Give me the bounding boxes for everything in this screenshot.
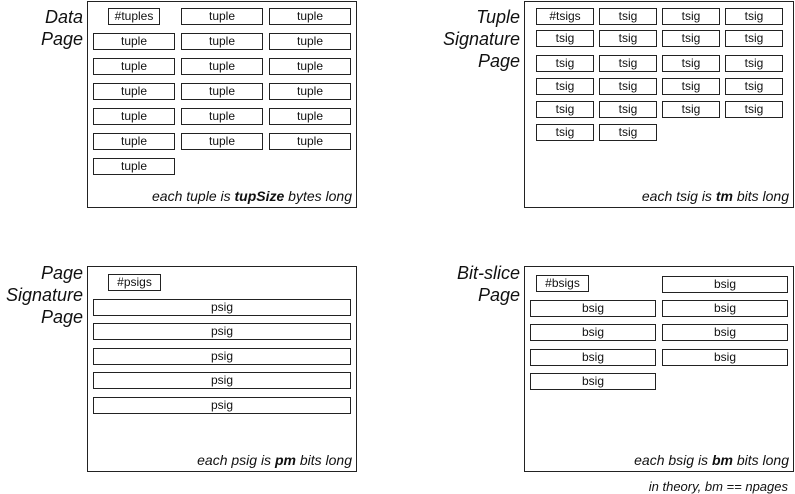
tuple-signature-page-caption: each tsig is tm bits long (642, 188, 789, 204)
tuple-cell: tuple (269, 133, 351, 150)
label-line: Page (477, 285, 520, 305)
tsig-cell: tsig (662, 78, 720, 95)
label-line: Data (44, 7, 83, 27)
psig-cell: psig (93, 299, 351, 316)
bsig-cell: bsig (662, 276, 788, 293)
label-line: Page (477, 51, 520, 71)
tsig-cell: tsig (725, 101, 783, 118)
tuple-signature-page: #tsigs tsig tsig tsig tsig tsig tsig tsi… (524, 1, 794, 208)
tuple-cell: tuple (181, 8, 263, 25)
tuple-cell: tuple (269, 33, 351, 50)
psig-cell: psig (93, 323, 351, 340)
tsig-cell: tsig (536, 78, 594, 95)
tsig-cell: tsig (662, 101, 720, 118)
tsig-cell: tsig (725, 78, 783, 95)
tuple-cell: tuple (93, 58, 175, 75)
tuple-cell: tuple (269, 108, 351, 125)
tsig-cell: tsig (536, 55, 594, 72)
tuple-signature-page-label: Tuple Signature Page (443, 6, 520, 72)
tuple-cell: tuple (269, 83, 351, 100)
bsig-count-cell: #bsigs (536, 275, 589, 292)
page-signature-page-label: Page Signature Page (6, 262, 83, 328)
tuple-cell: tuple (269, 8, 351, 25)
bit-slice-page: #bsigs bsig bsig bsig bsig bsig bsig bsi… (524, 266, 794, 472)
bsig-cell: bsig (662, 349, 788, 366)
bsig-cell: bsig (530, 349, 656, 366)
label-line: Bit-slice (456, 263, 520, 283)
tuple-cell: tuple (181, 133, 263, 150)
tuple-cell: tuple (181, 108, 263, 125)
bit-slice-page-label: Bit-slice Page (457, 262, 520, 306)
data-page-caption: each tuple is tupSize bytes long (152, 188, 352, 204)
tuple-cell: tuple (93, 33, 175, 50)
tsig-cell: tsig (725, 8, 783, 25)
tsig-cell: tsig (725, 30, 783, 47)
bit-slice-page-caption: each bsig is bm bits long (634, 452, 789, 468)
caption-text: bits long (295, 452, 352, 468)
tsig-cell: tsig (536, 124, 594, 141)
caption-text: bits long (732, 188, 789, 204)
tuple-cell: tuple (93, 83, 175, 100)
label-line: Page (40, 29, 83, 49)
tuple-cell: tuple (181, 83, 263, 100)
tuple-cell: tuple (181, 33, 263, 50)
caption-text: each bsig is (634, 452, 712, 468)
tsig-cell: tsig (725, 55, 783, 72)
caption-variable: tupSize (234, 188, 285, 204)
psig-cell: psig (93, 397, 351, 414)
tsig-cell: tsig (536, 101, 594, 118)
caption-text: each psig is (197, 452, 275, 468)
psig-cell: psig (93, 348, 351, 365)
bsig-cell: bsig (530, 373, 656, 390)
tsig-cell: tsig (536, 30, 594, 47)
bsig-cell: bsig (530, 324, 656, 341)
tuple-cell: tuple (93, 158, 175, 175)
tsig-cell: tsig (662, 8, 720, 25)
caption-variable: bm (711, 452, 733, 468)
label-line: Page (40, 307, 83, 327)
tuple-cell: tuple (181, 58, 263, 75)
psig-cell: psig (93, 372, 351, 389)
footnote: in theory, bm == npages (648, 479, 788, 494)
label-line: Tuple (476, 7, 520, 27)
tuple-count-cell: #tuples (108, 8, 160, 25)
tsig-cell: tsig (599, 124, 657, 141)
data-page: #tuples tuple tuple tuple tuple tuple tu… (87, 1, 357, 208)
bsig-cell: bsig (662, 300, 788, 317)
tsig-count-cell: #tsigs (536, 8, 594, 25)
tsig-cell: tsig (662, 55, 720, 72)
caption-text: each tsig is (641, 188, 716, 204)
caption-text: bits long (732, 452, 789, 468)
tsig-cell: tsig (599, 101, 657, 118)
tsig-cell: tsig (599, 55, 657, 72)
tsig-cell: tsig (599, 30, 657, 47)
caption-variable: pm (274, 452, 296, 468)
caption-text: bytes long (284, 188, 352, 204)
bsig-cell: bsig (530, 300, 656, 317)
label-line: Signature (5, 285, 83, 305)
tsig-cell: tsig (599, 78, 657, 95)
tuple-cell: tuple (269, 58, 351, 75)
caption-variable: tm (715, 188, 733, 204)
tsig-cell: tsig (599, 8, 657, 25)
label-line: Signature (442, 29, 520, 49)
page-signature-page: #psigs psig psig psig psig psig each psi… (87, 266, 357, 472)
bsig-cell: bsig (662, 324, 788, 341)
data-page-label: Data Page (41, 6, 83, 50)
tuple-cell: tuple (93, 133, 175, 150)
label-line: Page (40, 263, 83, 283)
tuple-cell: tuple (93, 108, 175, 125)
page-signature-page-caption: each psig is pm bits long (197, 452, 352, 468)
caption-text: each tuple is (152, 188, 235, 204)
psig-count-cell: #psigs (108, 274, 161, 291)
tsig-cell: tsig (662, 30, 720, 47)
